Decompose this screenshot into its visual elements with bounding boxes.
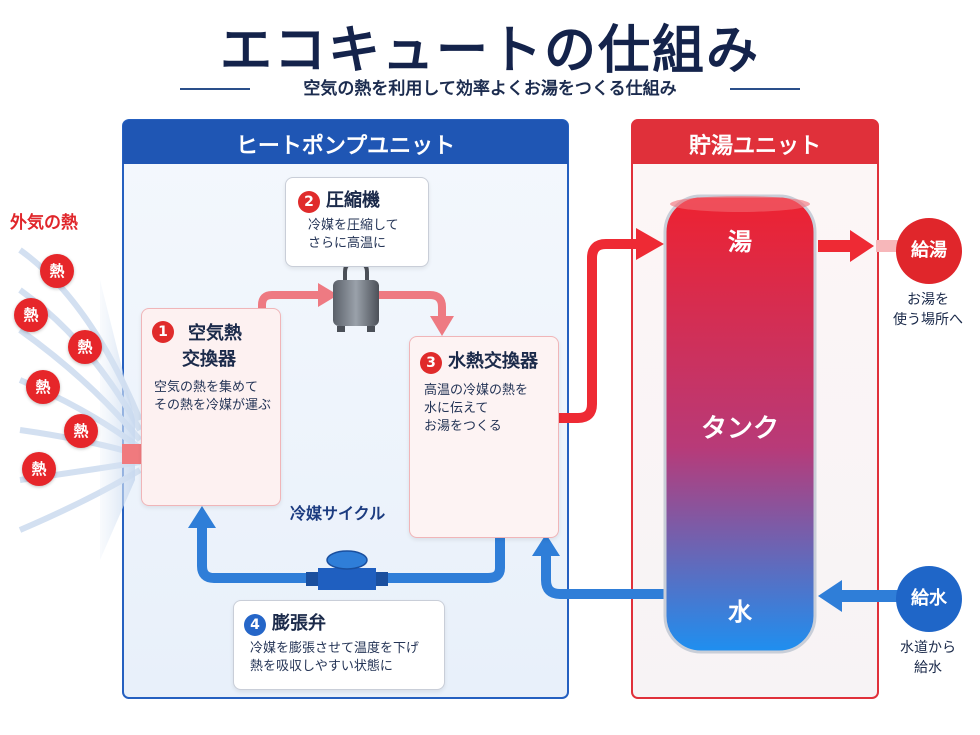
heat-badge: 熱	[68, 330, 102, 364]
heat-pump-panel	[122, 119, 569, 699]
expansion-valve-desc: 熱を吸収しやすい状態に	[250, 658, 393, 674]
air-heat-exchanger-desc: 空気の熱を集めて	[154, 380, 259, 395]
tank-hot-label: 湯	[728, 228, 752, 256]
cold-water-from-tank-arrow	[532, 534, 664, 599]
step-number: 2	[298, 190, 320, 213]
compressor-title: 圧縮機	[326, 190, 380, 211]
page-title: エコキュートの仕組み	[219, 21, 760, 81]
hot-supply-arrow	[818, 230, 898, 262]
hot-water-tank	[663, 194, 817, 654]
air-heat-exchanger-box: 1 空気熱 交換器 空気の熱を集めて その熱を冷媒が運ぶ	[141, 308, 281, 506]
subtitle: 空気の熱を利用して効率よくお湯をつくる仕組み	[303, 79, 677, 99]
step-number: 4	[244, 613, 266, 636]
step-number: 3	[420, 351, 442, 374]
refrigerant-cycle-label: 冷媒サイクル	[290, 504, 386, 523]
heat-badge: 熱	[14, 298, 48, 332]
water-heat-exchanger-desc: 水に伝えて	[424, 400, 489, 416]
water-supply-desc-line: 給水	[914, 660, 942, 676]
heat-badge: 熱	[22, 452, 56, 486]
subtitle-row: 空気の熱を利用して効率よくお湯をつくる仕組み	[180, 74, 800, 104]
subtitle-line-left	[180, 88, 250, 90]
expansion-valve-desc: 冷媒を膨張させて温度を下げ	[250, 640, 420, 656]
air-heat-exchanger-desc: その熱を冷媒が運ぶ	[154, 398, 272, 413]
tank-label: タンク	[700, 414, 779, 444]
heat-badge: 熱	[40, 254, 74, 288]
tank-water-label: 水	[728, 598, 752, 626]
water-supply-arrow	[818, 580, 902, 612]
water-heat-exchanger-desc: 高温の冷媒の熱を	[424, 382, 529, 398]
heat-badge: 熱	[64, 414, 98, 448]
storage-title: 貯湯ユニット	[688, 134, 821, 159]
water-supply-badge: 給水	[896, 566, 962, 632]
air-heat-exchanger-title: 交換器	[182, 349, 236, 370]
water-supply-desc: 水道から 給水	[876, 638, 980, 678]
outside-heat-label: 外気の熱	[10, 213, 78, 233]
hot-supply-badge: 給湯	[896, 218, 962, 284]
expansion-valve-box: 4 膨張弁 冷媒を膨張させて温度を下げ 熱を吸収しやすい状態に	[233, 600, 445, 690]
step-number: 1	[152, 321, 174, 343]
compressor-box: 2 圧縮機 冷媒を圧縮して さらに高温に	[285, 177, 429, 267]
hot-supply-desc-line: 使う場所へ	[893, 312, 963, 328]
heat-badge: 熱	[26, 370, 60, 404]
compressor-desc: さらに高温に	[308, 235, 387, 251]
water-heat-exchanger-box: 3 水熱交換器 高温の冷媒の熱を 水に伝えて お湯をつくる	[409, 336, 559, 538]
water-heat-exchanger-title: 水熱交換器	[448, 351, 538, 372]
hot-supply-desc-line: お湯を	[907, 292, 949, 308]
compressor-desc: 冷媒を圧縮して	[308, 217, 399, 233]
air-heat-exchanger-title: 空気熱	[188, 323, 242, 344]
heat-pump-title: ヒートポンプユニット	[235, 134, 456, 159]
subtitle-line-right	[730, 88, 800, 90]
water-supply-desc-line: 水道から	[900, 640, 956, 656]
expansion-valve-title: 膨張弁	[272, 613, 326, 634]
expansion-valve-icon	[306, 550, 388, 590]
water-heat-exchanger-desc: お湯をつくる	[424, 418, 502, 434]
hot-supply-desc: お湯を 使う場所へ	[876, 290, 980, 330]
